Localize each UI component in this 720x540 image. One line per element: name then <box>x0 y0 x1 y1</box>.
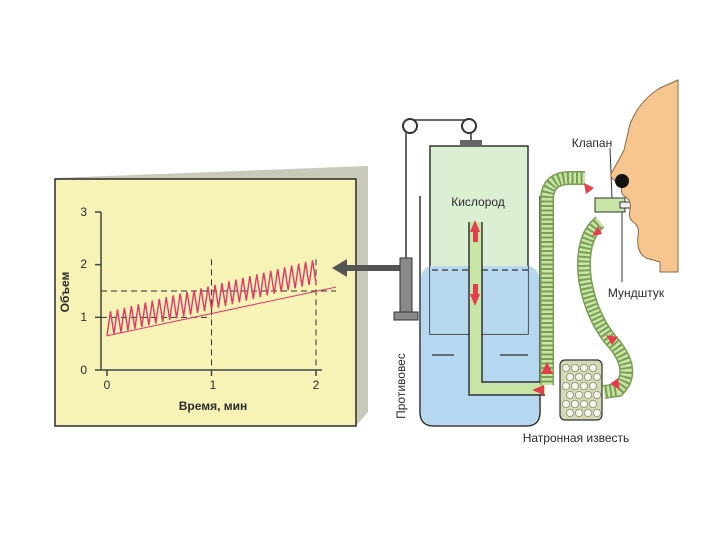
y-ticks <box>95 211 101 371</box>
lime-grain <box>593 390 602 399</box>
soda-lime-canister: Натронная известь <box>523 359 630 445</box>
internal-tube <box>468 222 545 396</box>
y-tick-label-1: 1 <box>80 310 87 324</box>
lime-grain <box>571 399 580 408</box>
valve-label: Клапан <box>572 136 612 150</box>
face-profile <box>610 79 679 273</box>
oxygen-label: Кислород <box>451 195 505 209</box>
chart-tick-labels: 0 1 2 3 0 1 2 <box>80 205 319 392</box>
lime-grain <box>575 372 584 381</box>
lime-grain <box>571 363 580 372</box>
lime-grain <box>575 408 584 417</box>
lime-grain <box>566 390 575 399</box>
lime-grain <box>589 381 598 390</box>
lime-grain <box>566 408 575 417</box>
volume-trace <box>106 260 337 337</box>
pulley-system: Противовес <box>393 118 477 419</box>
mouthpiece-label: Мундштук <box>608 286 665 300</box>
flow-arrow-down <box>470 294 480 306</box>
lime-grain <box>589 363 598 372</box>
y-tick-label-2: 2 <box>80 257 87 271</box>
y-tick-label-0: 0 <box>80 363 87 377</box>
nose-clip <box>615 174 629 188</box>
volume-trace-line <box>106 260 317 336</box>
soda-lime-label: Натронная известь <box>523 431 630 445</box>
x-ticks <box>106 370 317 376</box>
lime-grain <box>584 372 593 381</box>
lime-grain <box>584 408 593 417</box>
lime-grain <box>584 390 593 399</box>
counterweight <box>399 257 413 317</box>
lime-grain <box>580 399 589 408</box>
lime-grain <box>593 372 602 381</box>
chart-x-label: Время, мин <box>179 399 248 413</box>
flow-arrow-up <box>470 220 480 232</box>
left-pulley <box>402 118 418 134</box>
lime-grain <box>562 399 571 408</box>
x-tick-label-2: 2 <box>313 378 320 392</box>
lime-grain <box>580 381 589 390</box>
lime-grain <box>571 381 580 390</box>
x-tick-label-1: 1 <box>210 378 217 392</box>
lime-grain <box>575 390 584 399</box>
counterweight-label: Противовес <box>394 353 408 419</box>
lime-grain <box>593 408 602 417</box>
chart-panel: Объем Время, мин <box>54 166 368 427</box>
lime-grain <box>580 363 589 372</box>
water-vessel <box>419 196 541 427</box>
spirometer-tank: Кислород <box>419 140 545 427</box>
breathing-tubes <box>532 171 634 399</box>
y-tick-label-3: 3 <box>80 205 87 219</box>
chart-y-label: Объем <box>58 272 72 313</box>
lime-grain <box>562 363 571 372</box>
x-tick-label-0: 0 <box>104 378 111 392</box>
right-pulley <box>461 118 477 134</box>
lime-grain <box>589 399 598 408</box>
recording-arrow <box>332 259 406 277</box>
lime-grain <box>566 372 575 381</box>
lime-grain <box>562 381 571 390</box>
trace-baseline <box>106 286 337 337</box>
